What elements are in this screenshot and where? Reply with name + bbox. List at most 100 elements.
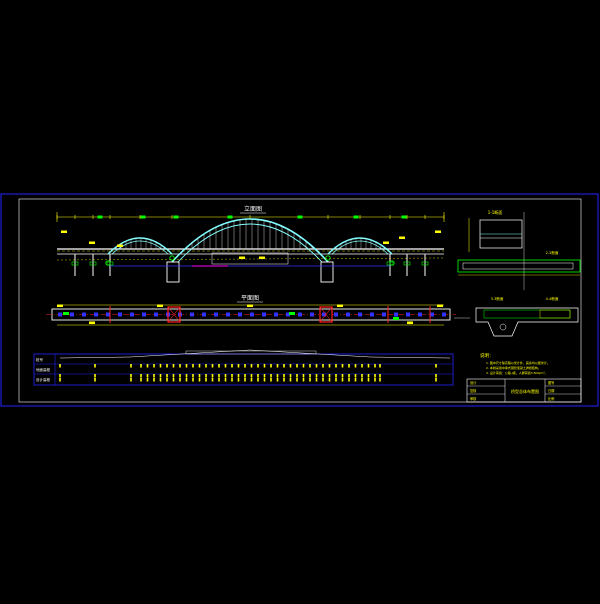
table-value — [276, 364, 279, 368]
table-value — [237, 374, 240, 378]
table-value — [237, 364, 240, 368]
plan-block — [358, 312, 362, 317]
plan-block — [442, 312, 446, 317]
table-value — [205, 378, 207, 382]
title-cell-left-3: 审核 — [470, 396, 477, 401]
title-block: 设计 复核 审核 桥型总体布置图 图号 日期 比例 — [466, 378, 582, 403]
table-value — [435, 378, 437, 382]
table-value — [224, 364, 227, 368]
notes-line-1: 1. 图中尺寸除高程以米计外，其余均以厘米计。 — [486, 360, 550, 365]
table-value — [146, 374, 149, 378]
plan-block — [370, 312, 374, 317]
arch-right-inner — [331, 240, 389, 255]
table-value — [179, 374, 181, 378]
table-value — [153, 378, 155, 382]
arch-main-outer — [171, 218, 329, 263]
elevation-labels — [61, 230, 441, 266]
table-value — [283, 364, 285, 368]
pier-cap — [421, 261, 429, 266]
table-value — [302, 364, 305, 368]
elevation-tag — [239, 256, 245, 259]
deck-section-box — [457, 259, 581, 273]
table-value — [166, 378, 168, 382]
elevation-tag — [435, 230, 441, 233]
table-value — [315, 378, 318, 382]
ground-line — [56, 257, 445, 261]
main-pier-right — [320, 261, 334, 283]
table-value — [435, 374, 437, 378]
elevation-tag — [383, 241, 389, 244]
table-value — [302, 374, 305, 378]
table-value — [296, 374, 298, 378]
table-row-label-3: 设计高程 — [36, 377, 50, 382]
table-value — [146, 364, 149, 368]
plan-main-pier — [167, 306, 181, 323]
table-value — [130, 374, 132, 378]
table-value — [179, 378, 181, 382]
plan-view: 平面图 — [46, 295, 456, 326]
table-value — [224, 378, 227, 382]
plan-block — [394, 312, 398, 317]
table-value — [140, 374, 142, 378]
table-value — [94, 378, 96, 382]
dim-marker-green — [297, 215, 303, 219]
title-cell-left-2: 复核 — [470, 388, 477, 393]
title-cell-right-3: 比例 — [548, 396, 554, 401]
title-cell-left-1: 设计 — [470, 380, 477, 385]
notes-line-2: 2. 本桥采用中承式钢管混凝土拱桥结构。 — [486, 365, 541, 370]
table-value — [341, 364, 344, 368]
table-value — [185, 364, 188, 368]
table-value — [270, 374, 272, 378]
arch-hangers — [115, 219, 382, 249]
table-value — [172, 378, 175, 382]
table-value — [192, 374, 194, 378]
table-row-label-2: 地面高程 — [36, 367, 50, 372]
table-value — [328, 378, 331, 382]
plan-block — [142, 312, 146, 317]
table-value — [309, 364, 311, 368]
table-value — [211, 378, 214, 382]
inner-frame — [18, 198, 582, 403]
plan-block — [106, 312, 110, 317]
plan-title: 平面图 — [241, 295, 259, 302]
table-value — [244, 378, 246, 382]
plan-block — [58, 312, 62, 317]
plan-block — [118, 312, 122, 317]
dim-marker-green — [227, 215, 233, 219]
table-value — [354, 374, 357, 378]
dim-marker-green — [140, 215, 146, 219]
table-value — [361, 374, 363, 378]
table-value — [354, 364, 357, 368]
table-value — [289, 374, 292, 378]
table-value — [218, 374, 220, 378]
detail-title-b: 3-3断面 — [491, 296, 504, 301]
pier-cap — [403, 261, 411, 266]
table-value — [309, 378, 311, 382]
table-value — [185, 378, 188, 382]
table-value — [283, 378, 285, 382]
table-value — [166, 374, 168, 378]
table-value — [315, 374, 318, 378]
plan-block — [226, 312, 230, 317]
notes-line-3: 3. 设计荷载：公路-Ⅰ级，人群荷载3.5kN/m²。 — [486, 370, 548, 375]
plan-block — [310, 312, 314, 317]
detail-title-a: 2-2断面 — [546, 250, 559, 255]
table-value — [348, 364, 350, 368]
elevation-tag — [259, 256, 265, 259]
title-cell-right-1: 图号 — [548, 380, 554, 385]
table-value — [374, 364, 376, 368]
table-value — [159, 364, 162, 368]
plan-block — [250, 312, 254, 317]
drawing-name: 桥型总体布置图 — [511, 388, 539, 394]
dim-marker-green — [173, 215, 179, 219]
plan-pier-hatch — [167, 306, 181, 323]
plan-block — [82, 312, 86, 317]
plan-tag — [337, 304, 343, 307]
table-value — [435, 364, 437, 368]
elevation-tag — [61, 230, 67, 233]
table-value — [250, 364, 253, 368]
table-value — [263, 374, 266, 378]
outer-frame — [0, 193, 599, 407]
arch-main-inner — [177, 223, 323, 263]
table-value — [322, 364, 324, 368]
